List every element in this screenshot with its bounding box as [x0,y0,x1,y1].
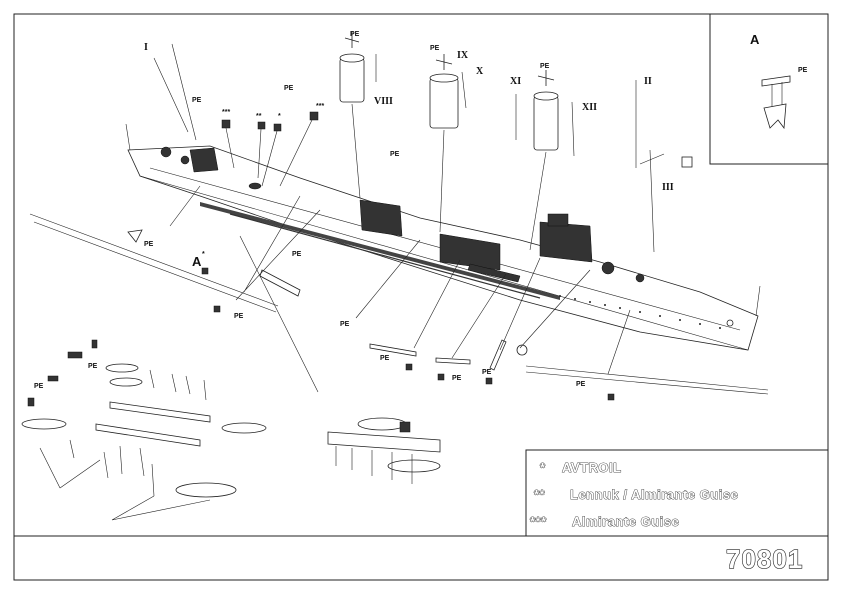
callout-a: A [192,254,202,269]
label-ii: II [644,76,652,87]
pe-label-small-bracket: PE [340,321,350,328]
svg-text:PE: PE [234,313,244,320]
boats-parts-group: PE PE [21,339,267,521]
hawse-pipe [726,319,734,327]
label-iii: III [662,182,674,193]
legend-mark-2: ** [534,487,546,502]
funnel-ix-pe: PE [430,45,440,52]
gun-mount-star3-left: PE *** [192,97,235,169]
inset-a-pe-label: PE [798,67,808,74]
gun-mount-star2: ** [256,113,266,179]
pe-label-boat-rack-1: PE [88,363,98,370]
legend-mark-1: * [540,460,546,475]
funnel-viii: PE [339,31,365,199]
hull-portholes [559,295,721,329]
gun-mount-star1: * [261,113,282,187]
label-viii: VIII [374,96,393,107]
label-i: I [144,42,148,53]
svg-text:***: *** [316,103,324,110]
label-ix: IX [457,50,469,61]
product-code: 70801 [726,544,803,574]
hull-assembly [125,123,761,351]
railing-mid-1: PE [369,343,417,371]
svg-text:*: * [278,113,281,120]
label-xi: XI [510,76,521,87]
ladder-part: PE [482,339,507,385]
vent-part [516,344,528,356]
pe-label-aft-shield: PE [144,241,154,248]
legend-text-3: Almirante Guise [572,514,679,529]
svg-text:**: ** [256,113,262,120]
label-x: X [476,66,484,77]
funnel-ix: PE [429,45,459,233]
svg-text:PE: PE [192,97,202,104]
bridge-superstructure [539,213,645,283]
funnel-xii: PE [529,63,559,251]
funnel-xii-pe: PE [540,63,550,70]
inset-a: A PE [709,13,829,165]
railing-long-left: PE [29,213,279,320]
legend-text-2: Lennuk / Almirante Guise [570,487,738,502]
funnel-viii-pe: PE [350,31,360,38]
lifeboat-davit-assembly [327,417,441,484]
aft-superstructure [160,146,262,190]
railing-long-right: PE [525,365,769,401]
pe-label-midship-stanchion: PE [292,251,302,258]
svg-text:***: *** [222,109,230,116]
svg-text:PE: PE [576,381,586,388]
legend-text-1: AVTROIL [562,460,622,475]
svg-text:PE: PE [380,355,390,362]
svg-text:PE: PE [284,85,294,92]
callout-a-star: * [202,251,205,258]
svg-text:PE: PE [482,369,492,376]
label-xii: XII [582,102,597,113]
railing-mid-2: PE [435,357,471,382]
svg-text:PE: PE [452,375,462,382]
leader-lines [169,185,631,393]
gun-mount-star3-right: PE *** [279,85,324,187]
pe-label-boat-rack-2: PE [34,383,44,390]
mast-iii [639,149,665,253]
mast-i [153,43,197,141]
legend-mark-3: *** [530,514,547,529]
pe-label-deck-rail: PE [390,151,400,158]
legend-box: * AVTROIL ** Lennuk / Almirante Guise **… [525,449,829,537]
inset-a-label: A [750,32,760,47]
